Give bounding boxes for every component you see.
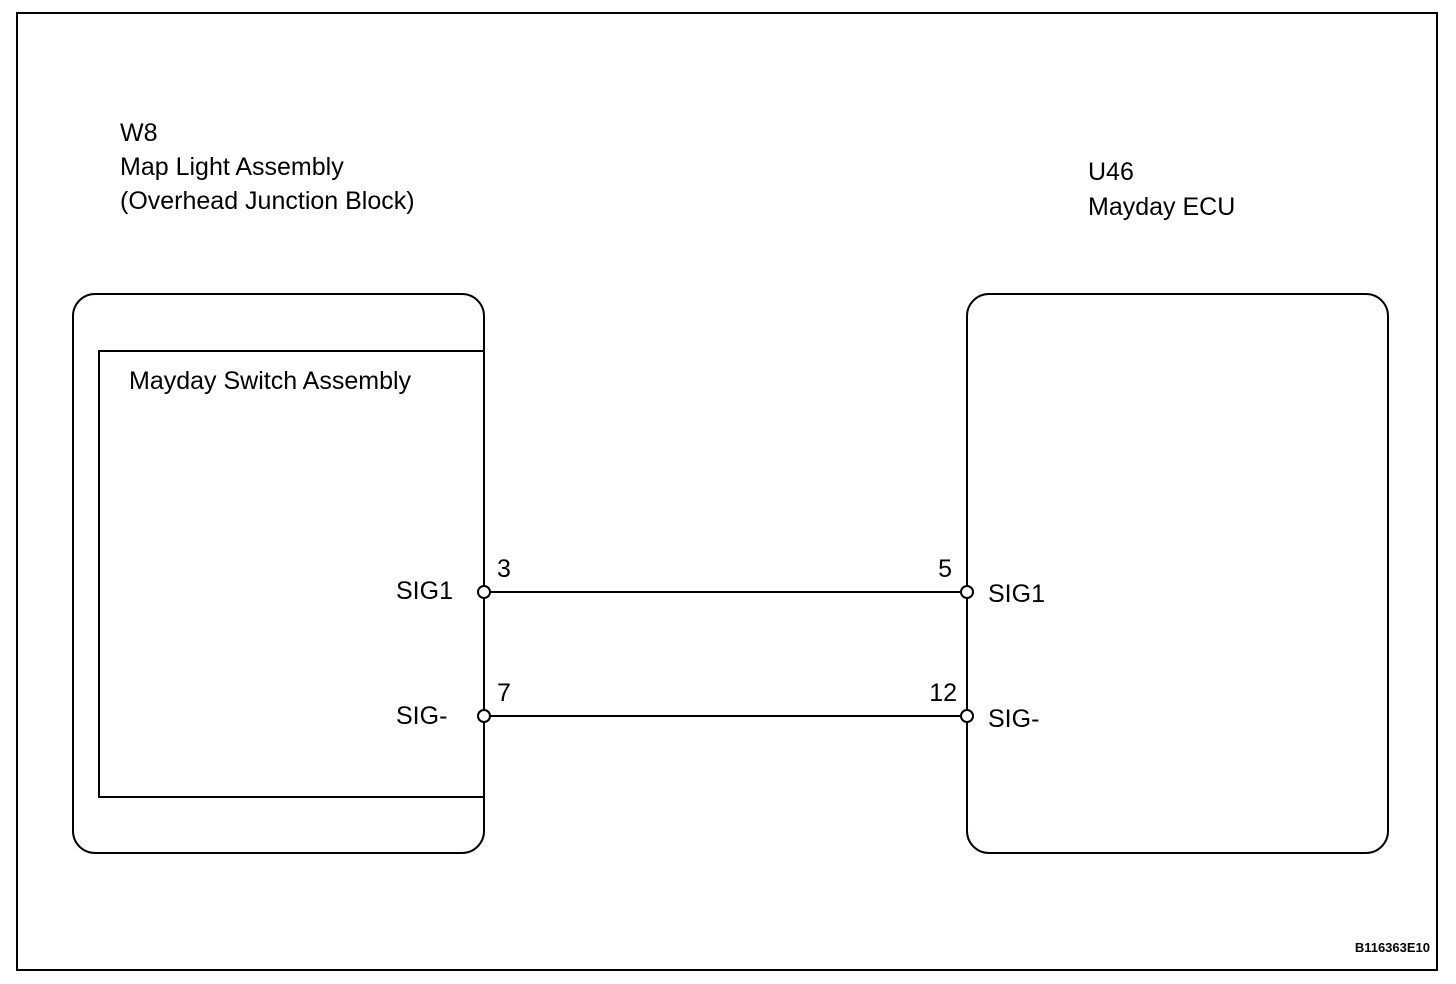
switch-assembly-label: Mayday Switch Assembly	[129, 367, 412, 395]
left-signal-sig1: SIG1	[396, 577, 453, 605]
diagram-frame	[16, 12, 1438, 971]
right-terminal-sig-minus	[960, 709, 974, 723]
left-signal-sig-minus: SIG-	[396, 702, 447, 730]
switch-assembly-box	[98, 350, 484, 798]
right-signal-sig-minus: SIG-	[988, 705, 1039, 733]
left-pin-number-sig-minus: 7	[497, 679, 511, 707]
left-component-name: Map Light Assembly	[120, 153, 344, 181]
left-terminal-sig-minus	[477, 709, 491, 723]
left-pin-number-sig1: 3	[497, 555, 511, 583]
right-signal-sig1: SIG1	[988, 580, 1045, 608]
left-component-box	[72, 293, 485, 854]
right-terminal-sig1	[960, 585, 974, 599]
left-component-code: W8	[120, 119, 158, 147]
figure-code: B116363E10	[1355, 940, 1430, 955]
right-pin-number-sig1: 5	[938, 555, 952, 583]
right-component-name: Mayday ECU	[1088, 193, 1235, 221]
right-component-box	[966, 293, 1389, 854]
right-component-code: U46	[1088, 158, 1134, 186]
right-pin-number-sig-minus: 12	[929, 679, 957, 707]
left-component-subname: (Overhead Junction Block)	[120, 187, 415, 215]
left-terminal-sig1	[477, 585, 491, 599]
